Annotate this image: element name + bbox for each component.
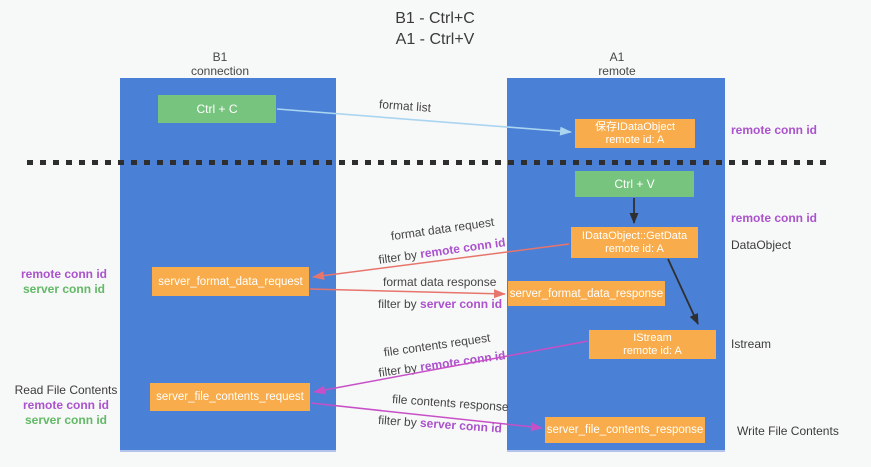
right-column-name: A1 [609, 50, 625, 64]
filter-by-prefix-1: filter by [377, 247, 422, 267]
left-column-header: B1 connection [130, 50, 310, 78]
left-server-conn-id-1: server conn id [22, 282, 106, 296]
right-column-role: remote [598, 64, 636, 78]
format-data-response-arrow [309, 288, 506, 299]
format-data-response-filter-label: filter by server conn id [378, 297, 502, 311]
file-contents-response-label: file contents response [391, 392, 510, 415]
right-column-header: A1 remote [557, 50, 677, 78]
diagram-title: B1 - Ctrl+C A1 - Ctrl+V [300, 8, 570, 50]
title-line-a1: A1 - Ctrl+V [395, 31, 475, 48]
server-format-data-request-label: server_format_data_request [158, 275, 303, 288]
dataobject-annotation: DataObject [731, 238, 792, 252]
filter-by-prefix-4: filter by [377, 412, 421, 430]
left-server-conn-id-2: server conn id [24, 413, 108, 427]
title-line-b1: B1 - Ctrl+C [395, 10, 475, 27]
ctrl-v-label: Ctrl + V [614, 177, 655, 191]
server-file-contents-request-node: server_file_contents_request [150, 383, 310, 411]
ctrl-c-node: Ctrl + C [158, 95, 276, 123]
read-file-contents-annotation: Read File Contents [14, 383, 118, 397]
server-format-data-request-node: server_format_data_request [152, 267, 309, 296]
server-file-contents-request-label: server_file_contents_request [156, 391, 304, 403]
format-data-response-label: format data response [383, 275, 497, 289]
left-remote-conn-id-2: remote conn id [22, 398, 109, 412]
left-column-name: B1 [212, 50, 228, 64]
filter-id-4: server conn id [419, 415, 503, 436]
copy-paste-phase-separator [27, 160, 832, 165]
idataobject-getdata-node: IDataObject::GetData remote id: A [571, 227, 698, 258]
format-list-arrow-label: format list [378, 97, 432, 115]
save-idataobject-node: 保存IDataObject remote id: A [575, 119, 695, 148]
server-file-contents-response-node: server_file_contents_response [545, 417, 705, 443]
filter-by-prefix-2: filter by [378, 297, 421, 311]
file-contents-response-filter-label: filter by server conn id [377, 412, 503, 436]
left-remote-conn-id-1: remote conn id [20, 267, 107, 281]
server-file-contents-response-label: server_file_contents_response [546, 424, 704, 436]
ctrl-c-label: Ctrl + C [196, 102, 238, 116]
remote-conn-id-annotation-mid: remote conn id [731, 211, 818, 225]
filter-by-prefix-3: filter by [377, 360, 422, 380]
save-idataobject-line1: 保存IDataObject [594, 120, 676, 133]
istream-node: IStream remote id: A [589, 330, 716, 359]
ctrl-v-node: Ctrl + V [575, 171, 694, 197]
filter-id-1: remote conn id [419, 235, 507, 261]
filter-id-2: server conn id [420, 297, 503, 311]
save-idataobject-line2: remote id: A [605, 133, 665, 146]
istream-line2: remote id: A [623, 344, 682, 357]
server-format-data-response-label: server_format_data_response [509, 287, 664, 300]
format-request-conn-annotations: remote conn id server conn id [18, 267, 110, 297]
file-request-conn-annotations: Read File Contents remote conn id server… [14, 383, 118, 428]
remote-conn-id-annotation-top: remote conn id [731, 123, 818, 137]
write-file-contents-annotation: Write File Contents [737, 424, 839, 438]
istream-annotation: Istream [731, 337, 772, 351]
getdata-line2: remote id: A [605, 242, 664, 255]
left-column-role: connection [190, 64, 250, 78]
getdata-line1: IDataObject::GetData [581, 229, 688, 242]
server-format-data-response-node: server_format_data_response [508, 281, 665, 306]
istream-line1: IStream [633, 331, 672, 344]
